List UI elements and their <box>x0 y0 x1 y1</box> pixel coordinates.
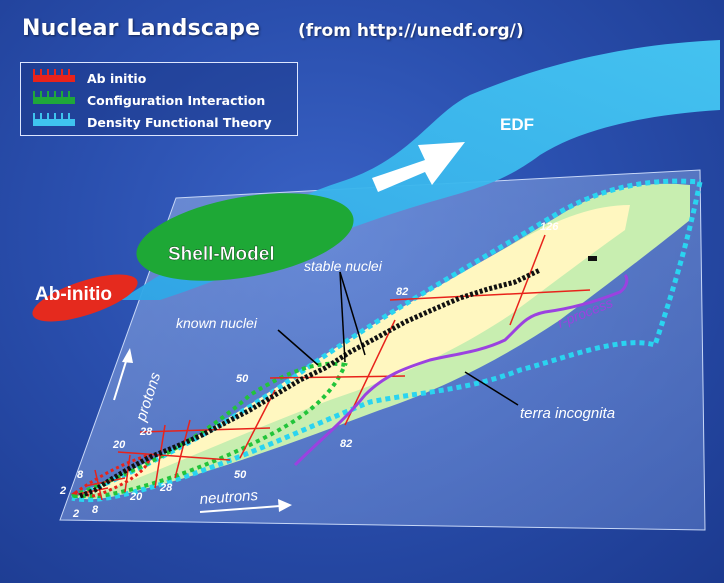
legend-swatch-density-functional-theory <box>33 112 75 126</box>
stable-nuclei-label: stable nuclei <box>304 258 383 274</box>
known-nuclei-label: known nuclei <box>176 315 258 331</box>
figure-subtitle: (from http://unedf.org/) <box>298 21 524 41</box>
edf-label: EDF <box>500 115 534 134</box>
magic-proton-20: 20 <box>112 439 126 451</box>
magic-proton-2: 2 <box>59 485 66 497</box>
magic-neutron-28: 28 <box>159 482 173 494</box>
legend: Ab initio Configuration Interaction Dens… <box>20 62 298 136</box>
edf-direction-arrow <box>372 142 465 192</box>
neutrons-axis-label: neutrons <box>199 487 259 508</box>
legend-item-ab-initio: Ab initio <box>33 68 147 87</box>
legend-label-configuration-interaction: Configuration Interaction <box>87 92 266 108</box>
legend-label-density-functional-theory: Density Functional Theory <box>87 114 272 130</box>
protons-axis-arrow <box>113 354 129 401</box>
protons-arrowhead <box>122 348 133 363</box>
magic-proton-8: 8 <box>77 469 84 481</box>
magic-proton-50: 50 <box>236 373 249 385</box>
stable-nuclei-valley <box>79 267 542 499</box>
superheavy-island <box>588 256 597 261</box>
legend-item-configuration-interaction: Configuration Interaction <box>33 90 266 109</box>
magic-neutron-8: 8 <box>92 504 99 516</box>
ci-boundary <box>71 361 348 498</box>
magic-neutron-126: 126 <box>540 221 559 233</box>
legend-item-density-functional-theory: Density Functional Theory <box>33 112 272 131</box>
magic-neutron-50: 50 <box>234 469 247 481</box>
shell-model-label: Shell-Model <box>168 244 275 265</box>
magic-neutron-20: 20 <box>129 491 143 503</box>
legend-swatch-configuration-interaction <box>33 90 75 104</box>
figure-title: Nuclear Landscape <box>22 16 261 41</box>
ab-initio-region <box>32 274 138 322</box>
drip-line-boundary <box>71 178 703 503</box>
magic-neutron-82: 82 <box>340 438 352 450</box>
neutrons-axis-arrow <box>199 505 281 513</box>
neutrons-arrowhead <box>278 499 292 512</box>
annotation-leaders <box>277 271 519 406</box>
terra-incognita-label: terra incognita <box>520 405 615 422</box>
legend-label-ab-initio: Ab initio <box>87 70 147 86</box>
magic-proton-82: 82 <box>396 286 408 298</box>
r-process-path <box>293 273 629 467</box>
shell-model-region <box>136 193 354 281</box>
ab-initio-label: Ab-initio <box>35 284 112 305</box>
magic-neutron-2: 2 <box>72 508 79 520</box>
magic-proton-28: 28 <box>139 426 153 438</box>
legend-swatch-ab-initio <box>33 68 75 82</box>
shell-closure-lines <box>77 234 591 501</box>
